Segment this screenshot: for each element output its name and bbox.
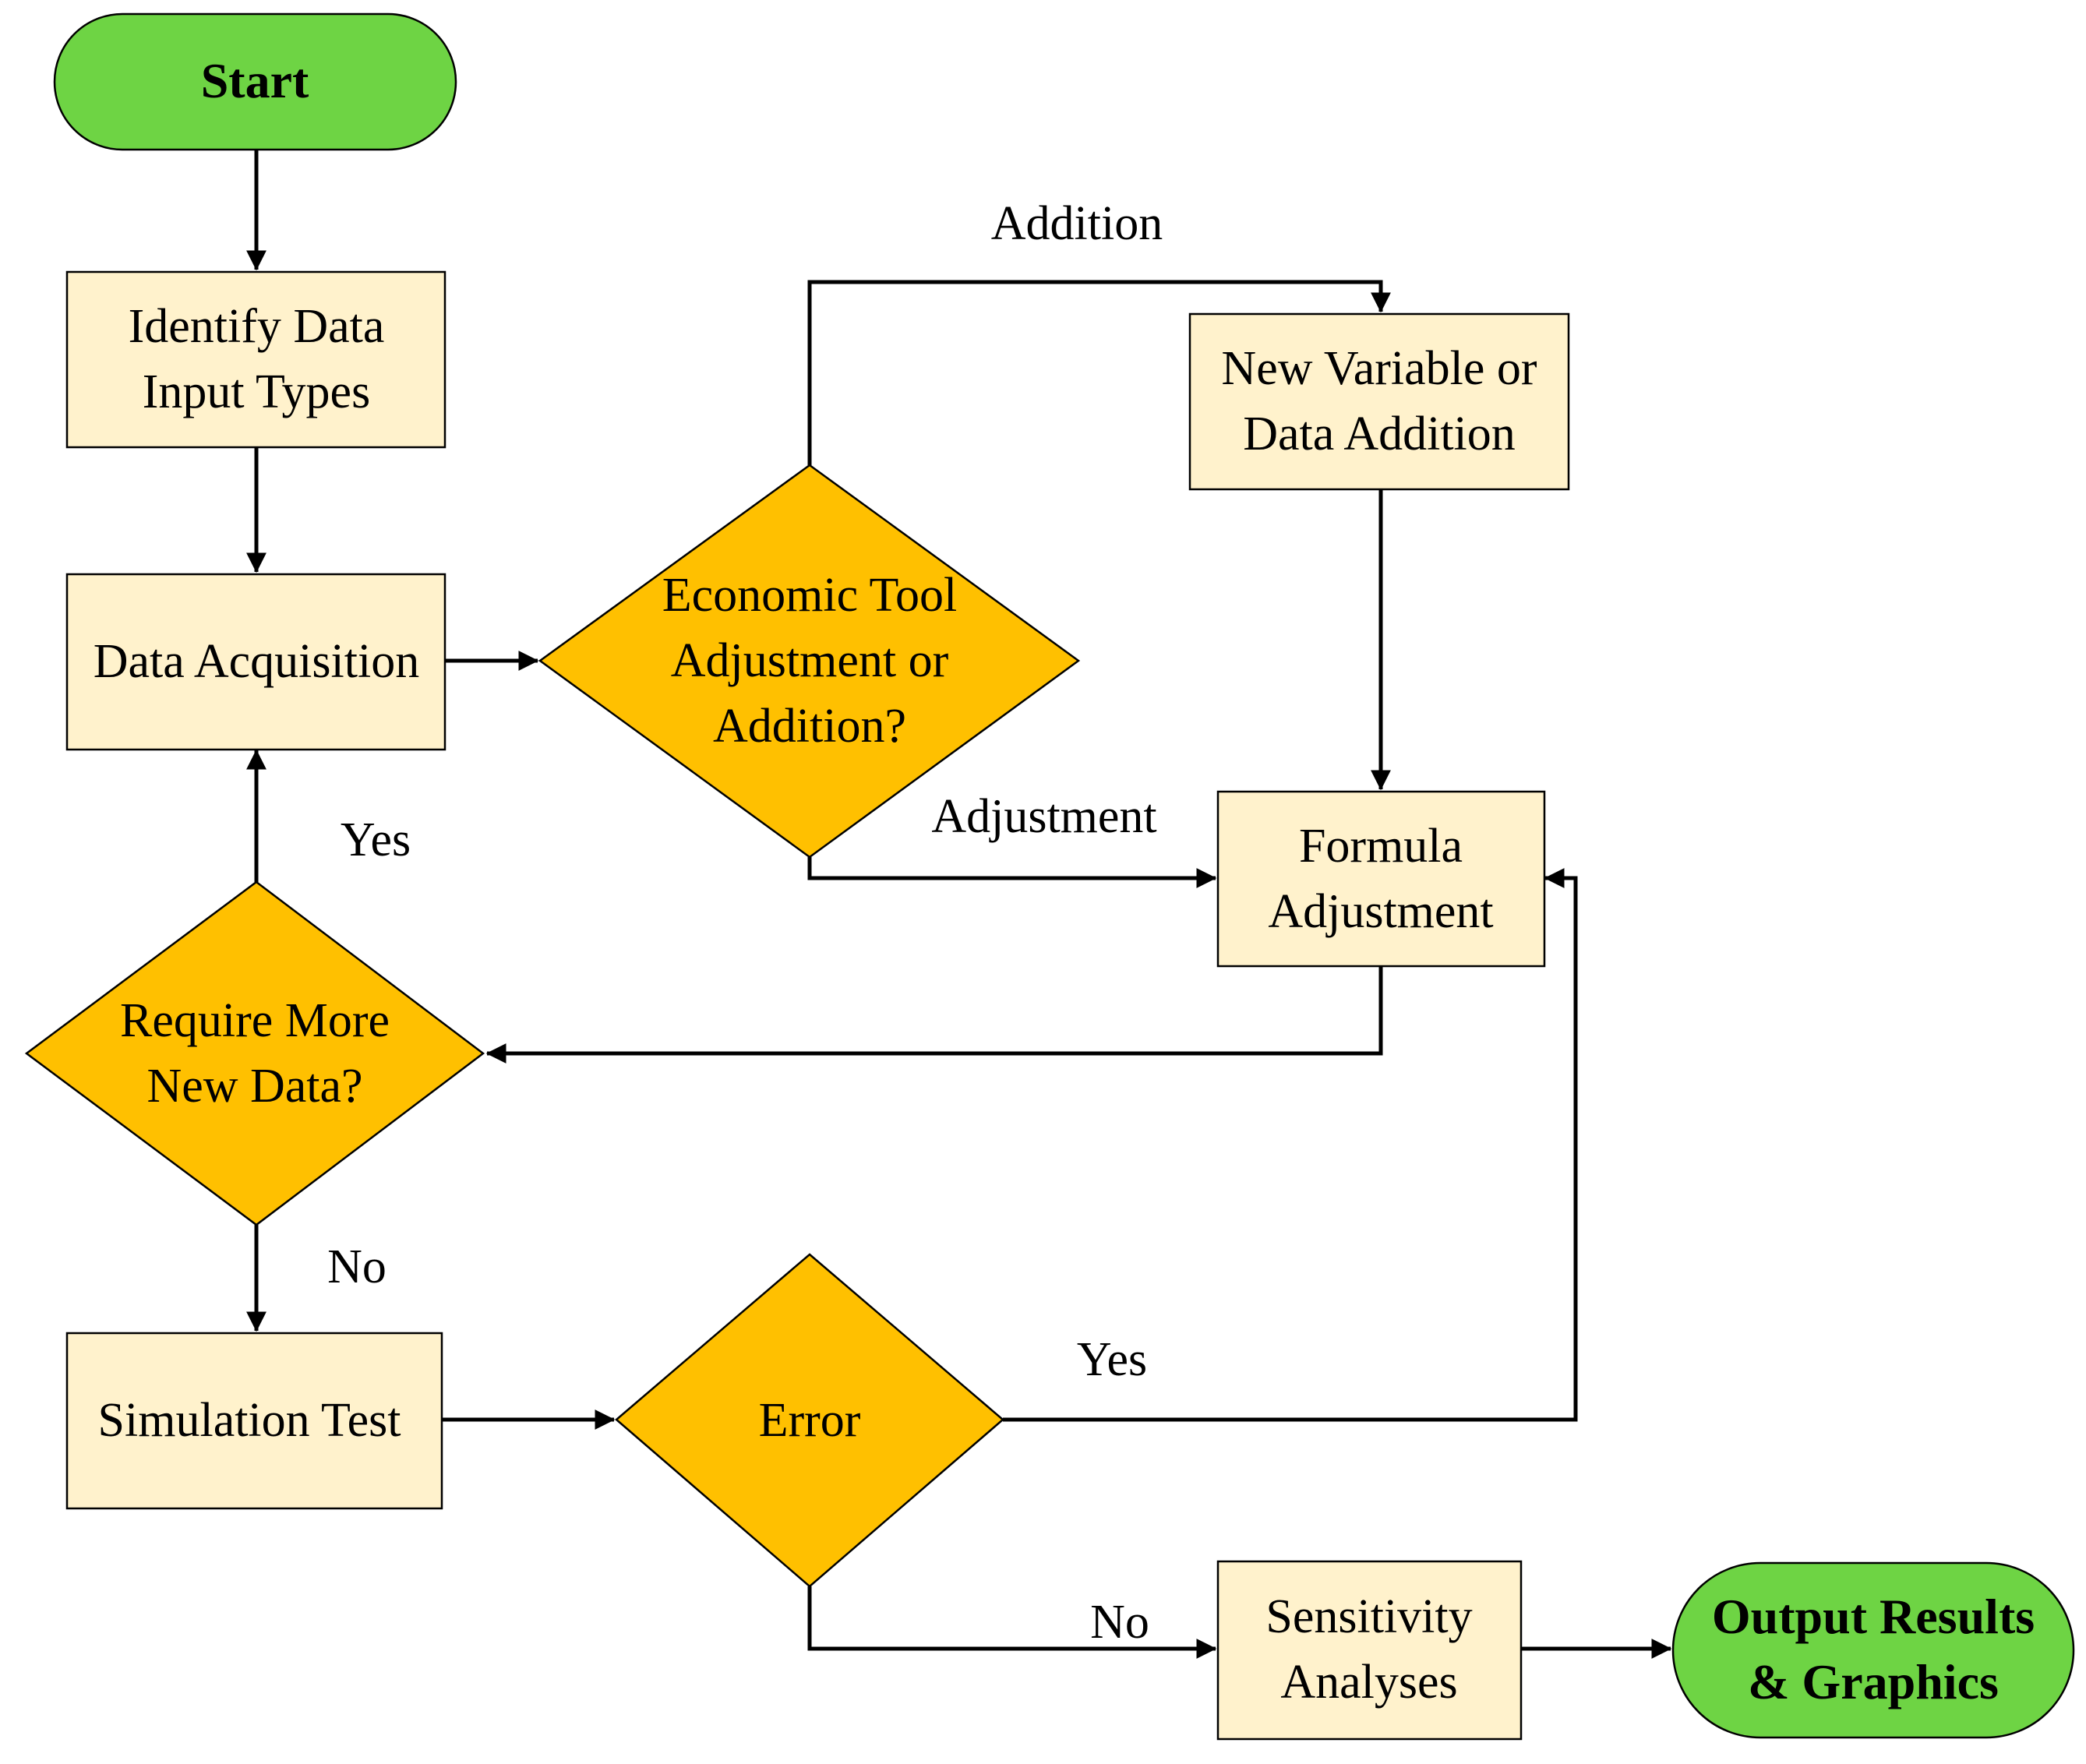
- edge-error-sensitivity: [807, 1586, 1217, 1659]
- economic-label-line: Economic Tool: [662, 569, 958, 622]
- require-decision-shape: [24, 880, 485, 1226]
- data-acquisition-node: Data Acquisition: [65, 573, 446, 751]
- start-label: Start: [201, 53, 309, 108]
- error-decision-shape: [615, 1253, 1004, 1588]
- output-terminal-shape: [1671, 1561, 2075, 1739]
- identify-label-line: Identify Data: [129, 300, 385, 353]
- formula-process-shape: [1216, 790, 1546, 968]
- new-variable-node: New Variable or Data Addition: [1188, 312, 1570, 491]
- newvariable-process-shape: [1188, 312, 1570, 491]
- output-results-node: Output Results & Graphics: [1671, 1561, 2075, 1739]
- simulation-process-shape: [65, 1332, 443, 1510]
- new-variable-label-line: Data Addition: [1243, 407, 1516, 460]
- identify-label-line: Input Types: [143, 365, 370, 418]
- output-label: Output Results & Graphics: [1712, 1589, 2035, 1709]
- output-label-line: & Graphics: [1748, 1654, 1999, 1709]
- adjustment-edge-label: Adjustment: [931, 790, 1156, 843]
- edges: [246, 150, 1672, 1659]
- edge-error-formula: [1003, 868, 1578, 1422]
- error-label: Error: [759, 1394, 861, 1447]
- yes-require-edge-label: Yes: [341, 813, 411, 866]
- addition-edge-label: Addition: [991, 197, 1163, 250]
- acquisition-label-line: Data Acquisition: [94, 635, 419, 688]
- sensitivity-label-line: Analyses: [1280, 1656, 1457, 1709]
- error-decision-node: Error: [615, 1253, 1004, 1588]
- simulation-label-line: Simulation Test: [98, 1394, 401, 1447]
- start-terminal-shape: [53, 12, 457, 151]
- economic-label-line: Addition?: [713, 700, 906, 753]
- output-label-line: Output Results: [1712, 1589, 2035, 1644]
- economic-label-line: Adjustment or: [671, 634, 949, 687]
- no-error-edge-label: No: [1090, 1596, 1149, 1649]
- formula-label-line: Adjustment: [1268, 885, 1493, 938]
- acquisition-label: Data Acquisition: [94, 635, 419, 688]
- error-label-line: Error: [759, 1394, 861, 1447]
- start-label-line: Start: [201, 53, 309, 108]
- acquisition-process-shape: [65, 573, 446, 751]
- yes-error-edge-label: Yes: [1077, 1333, 1147, 1386]
- edge-formula-require: [485, 966, 1383, 1064]
- simulation-label: Simulation Test: [98, 1394, 401, 1447]
- no-require-edge-label: No: [327, 1240, 386, 1293]
- edge-economic-formula: [807, 857, 1217, 888]
- start-node: Start: [53, 12, 457, 151]
- simulation-test-node: Simulation Test: [65, 1332, 443, 1510]
- sensitivity-process-shape: [1216, 1560, 1523, 1741]
- formula-label-line: Formula: [1299, 820, 1463, 873]
- economic-decision-shape: [538, 464, 1081, 859]
- require-label-line: Require More: [120, 994, 390, 1047]
- edge-economic-newvariable: [807, 280, 1391, 465]
- edge-labels: Addition Adjustment Yes No Yes No: [327, 197, 1163, 1649]
- newvariable-label: New Variable or Data Addition: [1221, 342, 1537, 460]
- new-variable-label-line: New Variable or: [1221, 342, 1537, 395]
- require-label-line: New Data?: [146, 1060, 362, 1113]
- sensitivity-label-line: Sensitivity: [1265, 1590, 1472, 1643]
- identify-process-shape: [65, 270, 446, 449]
